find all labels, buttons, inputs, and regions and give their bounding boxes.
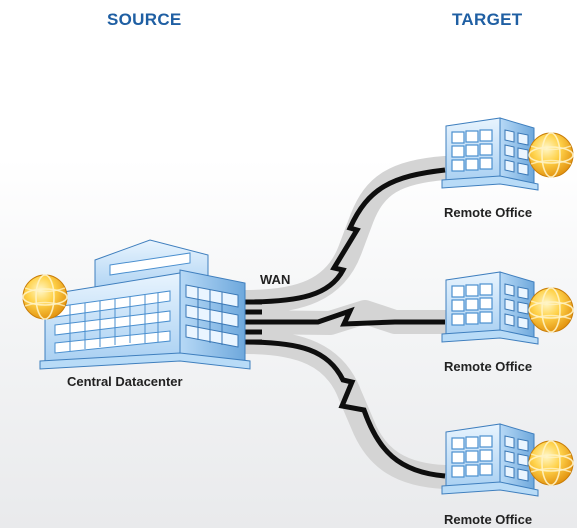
central-datacenter-label: Central Datacenter [67, 374, 183, 389]
remote-office-icon-2 [441, 271, 574, 345]
central-globe-icon [22, 274, 68, 320]
wan-label: WAN [260, 272, 291, 287]
remote-office-icon-1 [441, 117, 574, 191]
remote-office-label-2: Remote Office [444, 359, 533, 374]
wan-cables [244, 167, 446, 479]
central-datacenter-icon [39, 239, 251, 370]
wan-link-upper [244, 167, 446, 305]
remote-office-icon-3 [441, 423, 574, 497]
wan-link-lower [244, 339, 446, 479]
target-header: TARGET [452, 10, 523, 29]
source-header: SOURCE [107, 10, 182, 29]
remote-office-label-3: Remote Office [444, 512, 533, 527]
remote-office-label-1: Remote Office [444, 205, 533, 220]
wan-link-middle [245, 306, 445, 327]
